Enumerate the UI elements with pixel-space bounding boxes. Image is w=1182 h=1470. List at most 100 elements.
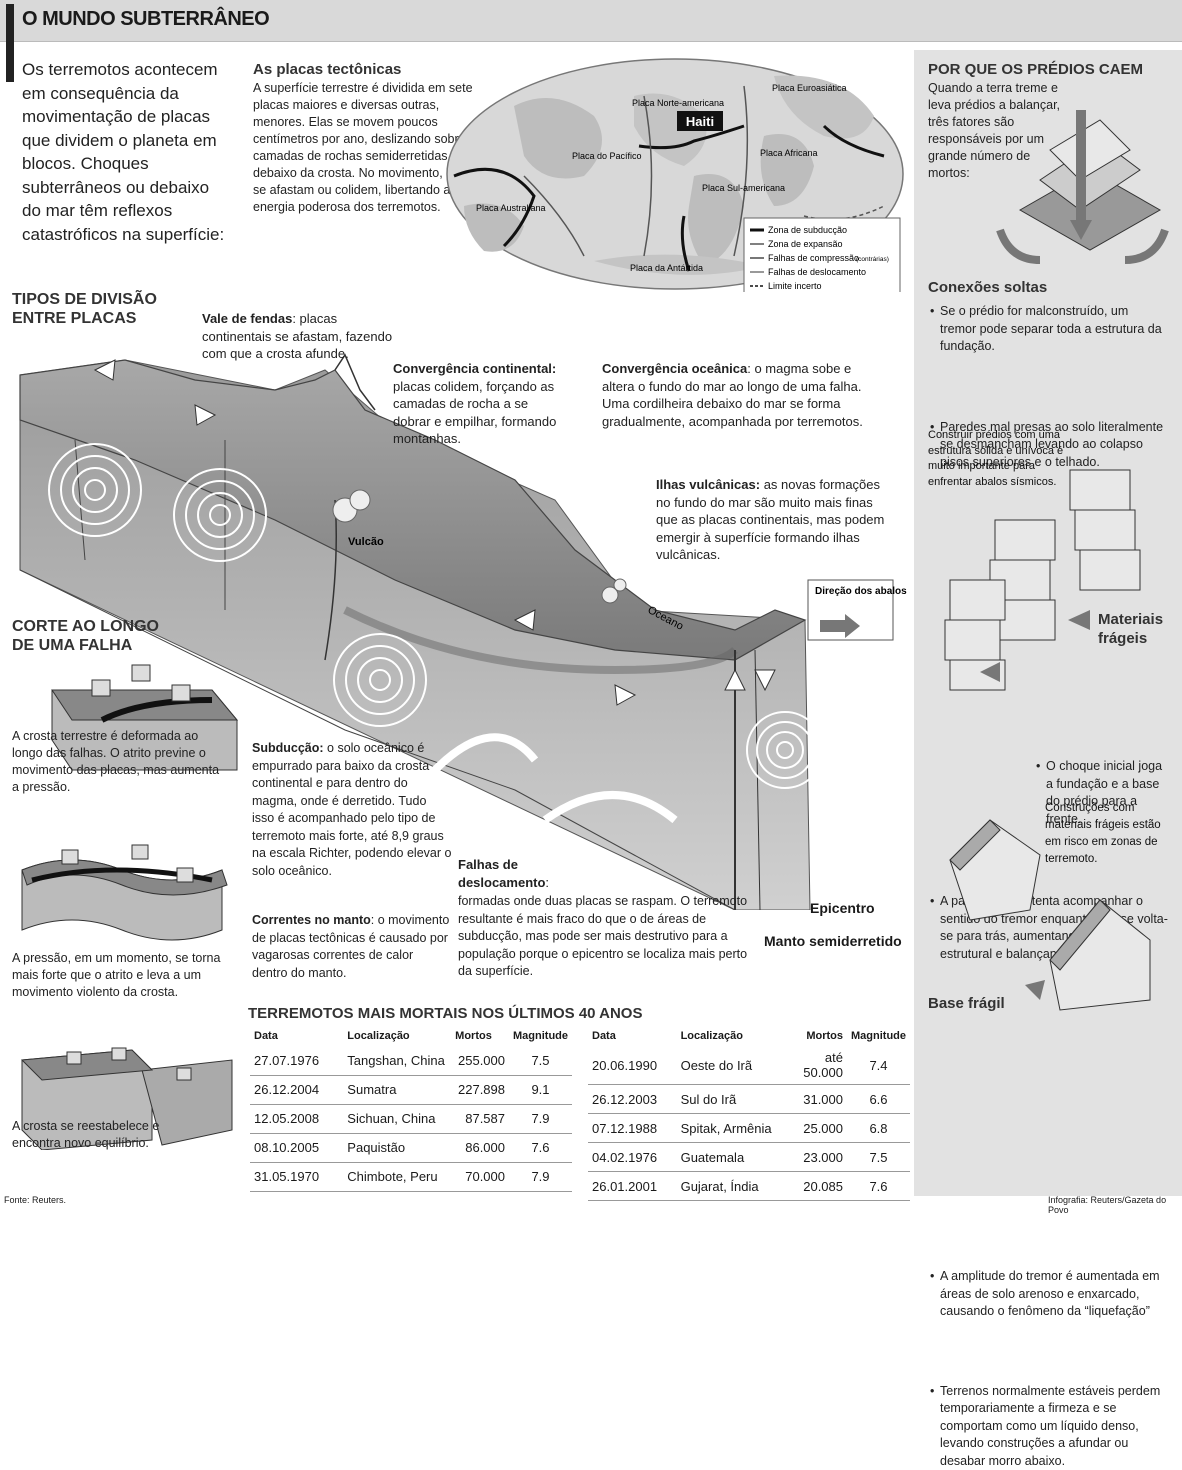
cell-date: 26.12.2004 <box>250 1075 335 1104</box>
subduction-annotation: Subducção: o solo oceânico é empurrado p… <box>252 740 452 880</box>
credit-note: Infografia: Reuters/Gazeta do Povo <box>1048 1195 1182 1215</box>
cell-deaths: 31.000 <box>781 1085 848 1114</box>
volcano-label: Vulcão <box>348 536 384 548</box>
base-bullet-2: Terrenos normalmente estáveis perdem tem… <box>930 1383 1170 1470</box>
base-bullet-1: A amplitude do tremor é aumentada em áre… <box>930 1268 1170 1321</box>
direction-label: Direção dos abalos sísmicos <box>815 586 910 597</box>
islands-annotation: Ilhas vulcânicas: as novas formações no … <box>656 476 896 564</box>
cell-location: Tangshan, China <box>335 1046 451 1075</box>
fragile-materials-illustration <box>940 450 1170 695</box>
cell-date: 27.07.1976 <box>250 1046 335 1075</box>
fault-step-2: A pressão, em um momento, se torna mais … <box>12 950 227 1001</box>
cell-date: 31.05.1970 <box>250 1162 335 1191</box>
buildings-title: POR QUE OS PRÉDIOS CAEM <box>928 60 1143 79</box>
faults-annotation-text: formadas onde duas placas se raspam. O t… <box>458 893 748 981</box>
col-location: Localização <box>669 1030 781 1046</box>
map-label-pacific: Placa do Pacífico <box>572 151 642 161</box>
loose-connections-illustration <box>990 110 1175 280</box>
fault-step-3: A crosta se reestabelece e encontra novo… <box>12 1118 182 1152</box>
col-magnitude: Magnitude <box>509 1030 572 1046</box>
cell-magnitude: 7.6 <box>847 1172 910 1201</box>
col-date: Data <box>588 1030 669 1046</box>
faults-annotation-title: Falhas de deslocamento: <box>458 856 598 891</box>
cell-deaths: 25.000 <box>781 1114 848 1143</box>
cell-deaths: 86.000 <box>451 1133 509 1162</box>
col-location: Localização <box>335 1030 451 1046</box>
cell-magnitude: 6.8 <box>847 1114 910 1143</box>
fragile-title: Materiais frágeis <box>1098 610 1178 648</box>
cell-date: 26.01.2001 <box>588 1172 669 1201</box>
weak-base-illustration <box>930 800 1170 1015</box>
map-label-australian: Placa Australiana <box>476 203 546 213</box>
source-note: Fonte: Reuters. <box>4 1195 66 1205</box>
cell-deaths: até 50.000 <box>781 1046 848 1085</box>
loose-bullet-1: Se o prédio for malconstruído, um tremor… <box>930 303 1166 356</box>
cell-date: 04.02.1976 <box>588 1143 669 1172</box>
cell-deaths: 20.085 <box>781 1172 848 1201</box>
fault-cut-title: CORTE AO LONGO DE UMA FALHA <box>12 617 182 655</box>
cell-location: Sichuan, China <box>335 1104 451 1133</box>
cell-date: 07.12.1988 <box>588 1114 669 1143</box>
earthquakes-table-right: Data Localização Mortos Magnitude 20.06.… <box>588 1030 910 1201</box>
rift-annotation: Vale de fendas: placas continentais se a… <box>202 310 397 363</box>
map-label-north-america: Placa Norte-americana <box>632 98 724 108</box>
map-label-south-america: Placa Sul-americana <box>702 183 785 193</box>
cell-location: Guatemala <box>669 1143 781 1172</box>
cell-location: Sul do Irã <box>669 1085 781 1114</box>
haiti-label: Haiti <box>686 114 714 129</box>
legend-displacement: Falhas de deslocamento <box>768 267 866 277</box>
cell-date: 20.06.1990 <box>588 1046 669 1085</box>
cell-magnitude: 7.6 <box>509 1133 572 1162</box>
cell-deaths: 70.000 <box>451 1162 509 1191</box>
col-magnitude: Magnitude <box>847 1030 910 1046</box>
cell-location: Chimbote, Peru <box>335 1162 451 1191</box>
table-title: TERREMOTOS MAIS MORTAIS NOS ÚLTIMOS 40 A… <box>248 1004 642 1023</box>
cell-location: Paquistão <box>335 1133 451 1162</box>
cell-deaths: 255.000 <box>451 1046 509 1075</box>
cell-magnitude: 6.6 <box>847 1085 910 1114</box>
col-deaths: Mortos <box>781 1030 848 1046</box>
cell-date: 12.05.2008 <box>250 1104 335 1133</box>
intro-text: Os terremotos acontecem em consequência … <box>22 58 232 246</box>
legend-compression: Falhas de compressão <box>768 253 859 263</box>
page-title: O MUNDO SUBTERRÂNEO <box>22 8 269 31</box>
legend-uncertain: Limite incerto <box>768 281 822 291</box>
legend-expansion: Zona de expansão <box>768 239 843 249</box>
col-deaths: Mortos <box>451 1030 509 1046</box>
map-label-antarctic: Placa da Antártida <box>630 263 703 273</box>
map-label-african: Placa Africana <box>760 148 818 158</box>
world-plates-map: Haiti Placa Norte-americana Placa Euroas… <box>444 56 906 292</box>
map-label-eurasian: Placa Euroasiática <box>772 83 847 93</box>
cell-magnitude: 7.5 <box>847 1143 910 1172</box>
plates-title: As placas tectônicas <box>253 60 401 79</box>
cell-magnitude: 7.4 <box>847 1046 910 1085</box>
continental-annotation: Convergência continental: placas colidem… <box>393 360 563 448</box>
cell-location: Spitak, Armênia <box>669 1114 781 1143</box>
cell-date: 26.12.2003 <box>588 1085 669 1114</box>
division-title: TIPOS DE DIVISÃO ENTRE PLACAS <box>12 290 192 328</box>
cell-magnitude: 7.9 <box>509 1104 572 1133</box>
epicenter-label: Epicentro <box>810 900 875 916</box>
currents-annotation: Correntes no manto: o movimento de placa… <box>252 912 452 982</box>
header-accent <box>6 4 14 82</box>
fault-step-1: A crosta terrestre é deformada ao longo … <box>12 728 227 796</box>
cell-magnitude: 9.1 <box>509 1075 572 1104</box>
fault-block-2 <box>12 840 240 950</box>
cell-location: Oeste do Irã <box>669 1046 781 1085</box>
plates-text: A superfície terrestre é dividida em set… <box>253 80 475 216</box>
mantle-label: Manto semiderretido <box>764 933 902 949</box>
cell-magnitude: 7.9 <box>509 1162 572 1191</box>
cell-magnitude: 7.5 <box>509 1046 572 1075</box>
cell-deaths: 87.587 <box>451 1104 509 1133</box>
cell-deaths: 227.898 <box>451 1075 509 1104</box>
earthquakes-table-left: Data Localização Mortos Magnitude 27.07.… <box>250 1030 572 1192</box>
